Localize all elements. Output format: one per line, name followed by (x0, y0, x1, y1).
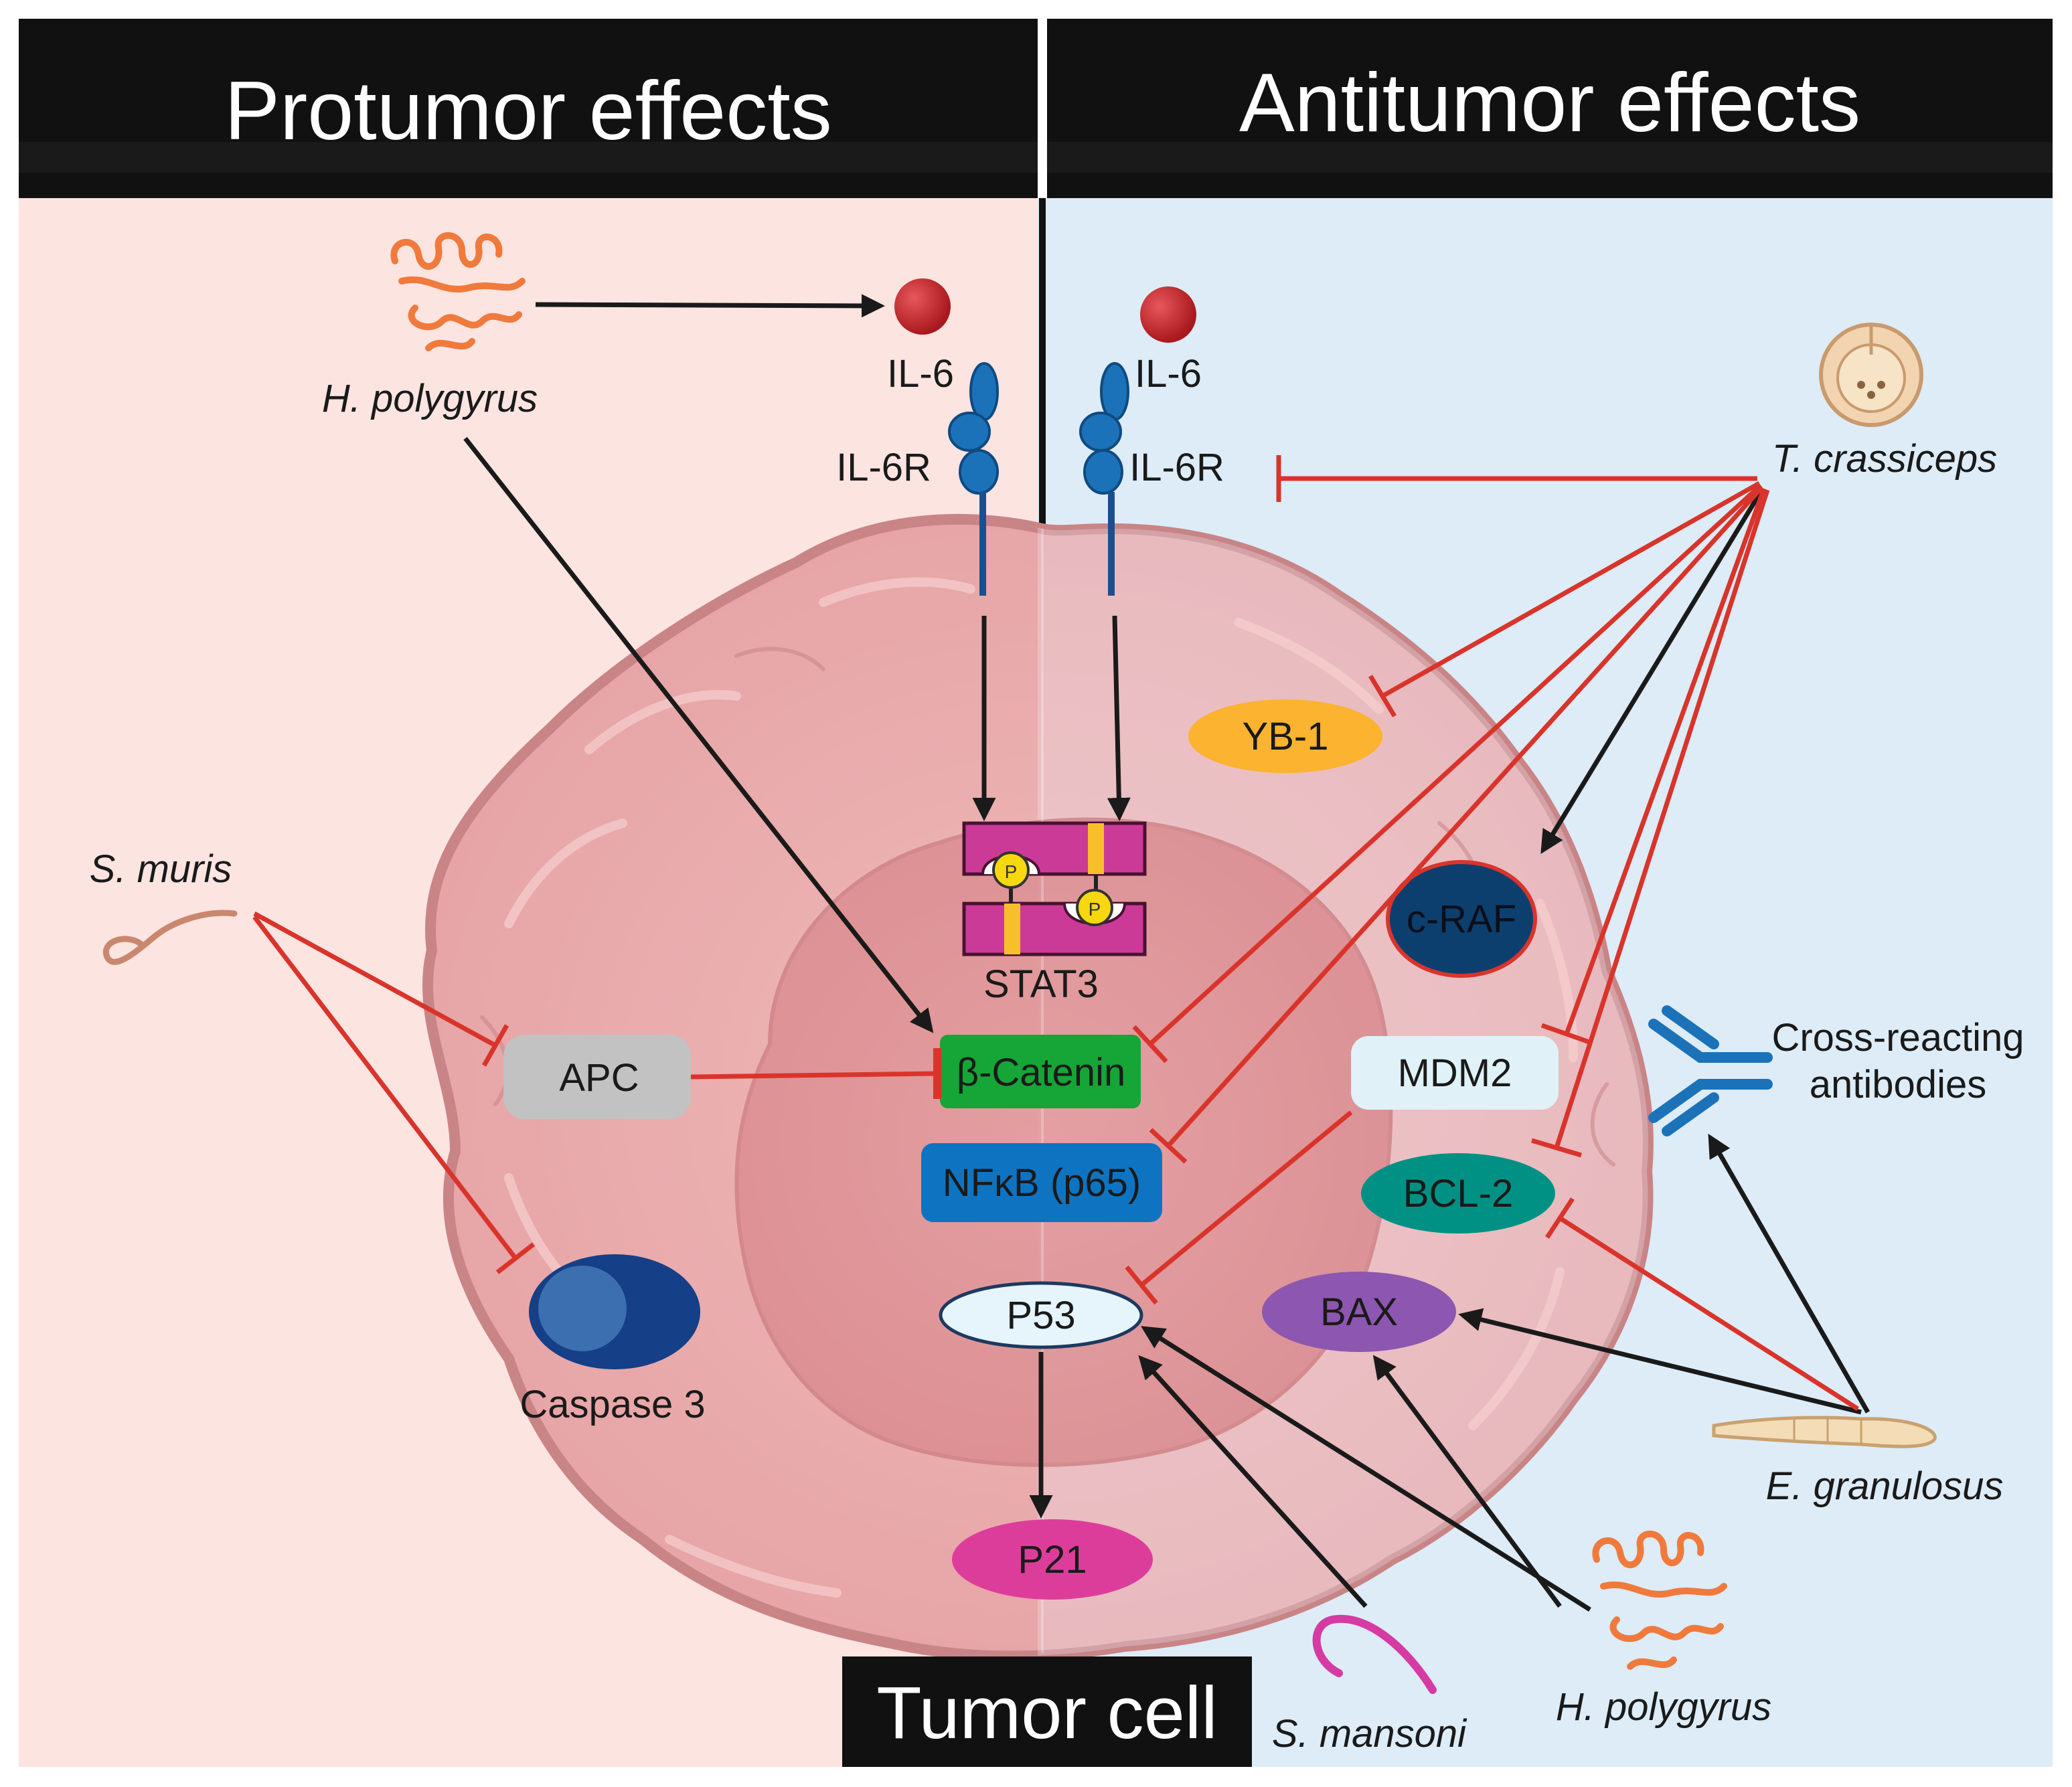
phospho-label-1: P (1005, 861, 1018, 882)
p53-label: P53 (1006, 1294, 1075, 1337)
p21-node (952, 1519, 1153, 1600)
il6-label-right: IL-6 (1135, 352, 1202, 396)
craf-node (1386, 860, 1537, 978)
yb1-node (1188, 699, 1382, 773)
nfkb-node (921, 1143, 1162, 1222)
il6-ligand-left (894, 278, 951, 335)
organism-label-s-muris: S. muris (90, 847, 232, 891)
arrow-egranulosus-bax (1458, 1308, 1862, 1415)
bax-label: BAX (1320, 1290, 1398, 1334)
il6-ligand-right (1140, 286, 1196, 343)
stat3-label: STAT3 (983, 962, 1099, 1006)
t-crassiceps-icon (1819, 323, 1923, 427)
il6r-receptor-right (1079, 362, 1129, 596)
mdm2-node (1351, 1036, 1559, 1110)
beta-catenin-node (940, 1035, 1141, 1108)
apc-node (503, 1035, 691, 1119)
mdm2-label: MDM2 (1398, 1051, 1512, 1095)
phospho-label-2: P (1089, 899, 1101, 920)
s-muris-icon (102, 910, 238, 965)
cross-reacting-label-line2: antibodies (1810, 1063, 1986, 1106)
tumor-cell-label: Tumor cell (876, 1672, 1218, 1754)
arrow-hpolygyrus-betacatenin (463, 436, 934, 1033)
bcl2-node (1361, 1153, 1555, 1233)
craf-label: c-RAF (1407, 898, 1516, 941)
arrow-tcrassiceps-craf (1540, 491, 1763, 854)
organism-label-h-polygyrus-bottom: H. polygyrus (1556, 1685, 1771, 1729)
tumor-cell (422, 513, 1654, 1662)
il6r-label-right: IL-6R (1129, 446, 1224, 489)
organism-label-h-polygyrus-top: H. polygyrus (322, 377, 538, 420)
tumor-cell-label-box (842, 1656, 1252, 1767)
bcl2-label: BCL-2 (1403, 1172, 1513, 1215)
yb1-label: YB-1 (1243, 715, 1329, 758)
il6r-label-left: IL-6R (836, 446, 931, 489)
arrow-egranulosus-antibody (1708, 1133, 1870, 1414)
beta-catenin-label: β-Catenin (957, 1051, 1126, 1094)
arrow-hpolygyrus-bax (1372, 1355, 1562, 1608)
il6-label-left: IL-6 (887, 352, 954, 396)
organism-label-s-mansoni: S. mansoni (1272, 1712, 1467, 1756)
caspase3-node (529, 1254, 700, 1369)
arrow-hpolygyrus-il6 (535, 294, 885, 318)
h-polygyrus-icon-bottom (1592, 1530, 1727, 1670)
apc-label: APC (559, 1056, 639, 1100)
s-mansoni-icon (1312, 1614, 1437, 1694)
stat3-dimer: P P (962, 821, 1147, 956)
antitumor-title: Antitumor effects (1239, 57, 1861, 149)
e-granulosus-icon (1712, 1416, 1937, 1448)
caspase3-label: Caspase 3 (520, 1383, 705, 1426)
organism-label-e-granulosus: E. granulosus (1766, 1464, 2004, 1508)
arrow-smansoni-p53 (1138, 1355, 1368, 1608)
bax-node (1262, 1272, 1456, 1352)
p21-label: P21 (1018, 1538, 1087, 1582)
cross-reacting-antibody-icon (1648, 1005, 1773, 1136)
arrow-hpolygyrus-p53 (1141, 1326, 1591, 1612)
p53-node (939, 1281, 1143, 1349)
protumor-title: Protumor effects (224, 65, 832, 157)
cross-reacting-label-line1: Cross-reacting (1771, 1016, 2024, 1059)
organism-label-t-crassiceps: T. crassiceps (1772, 437, 1997, 481)
inhibition-lines (252, 455, 1859, 1411)
activation-arrows (463, 294, 1870, 1612)
nfkb-label: NFκB (p65) (943, 1161, 1141, 1205)
il6r-receptor-left (948, 362, 999, 596)
arrow-il6r-stat3-right (1107, 615, 1131, 821)
h-polygyrus-icon-top (390, 232, 526, 351)
